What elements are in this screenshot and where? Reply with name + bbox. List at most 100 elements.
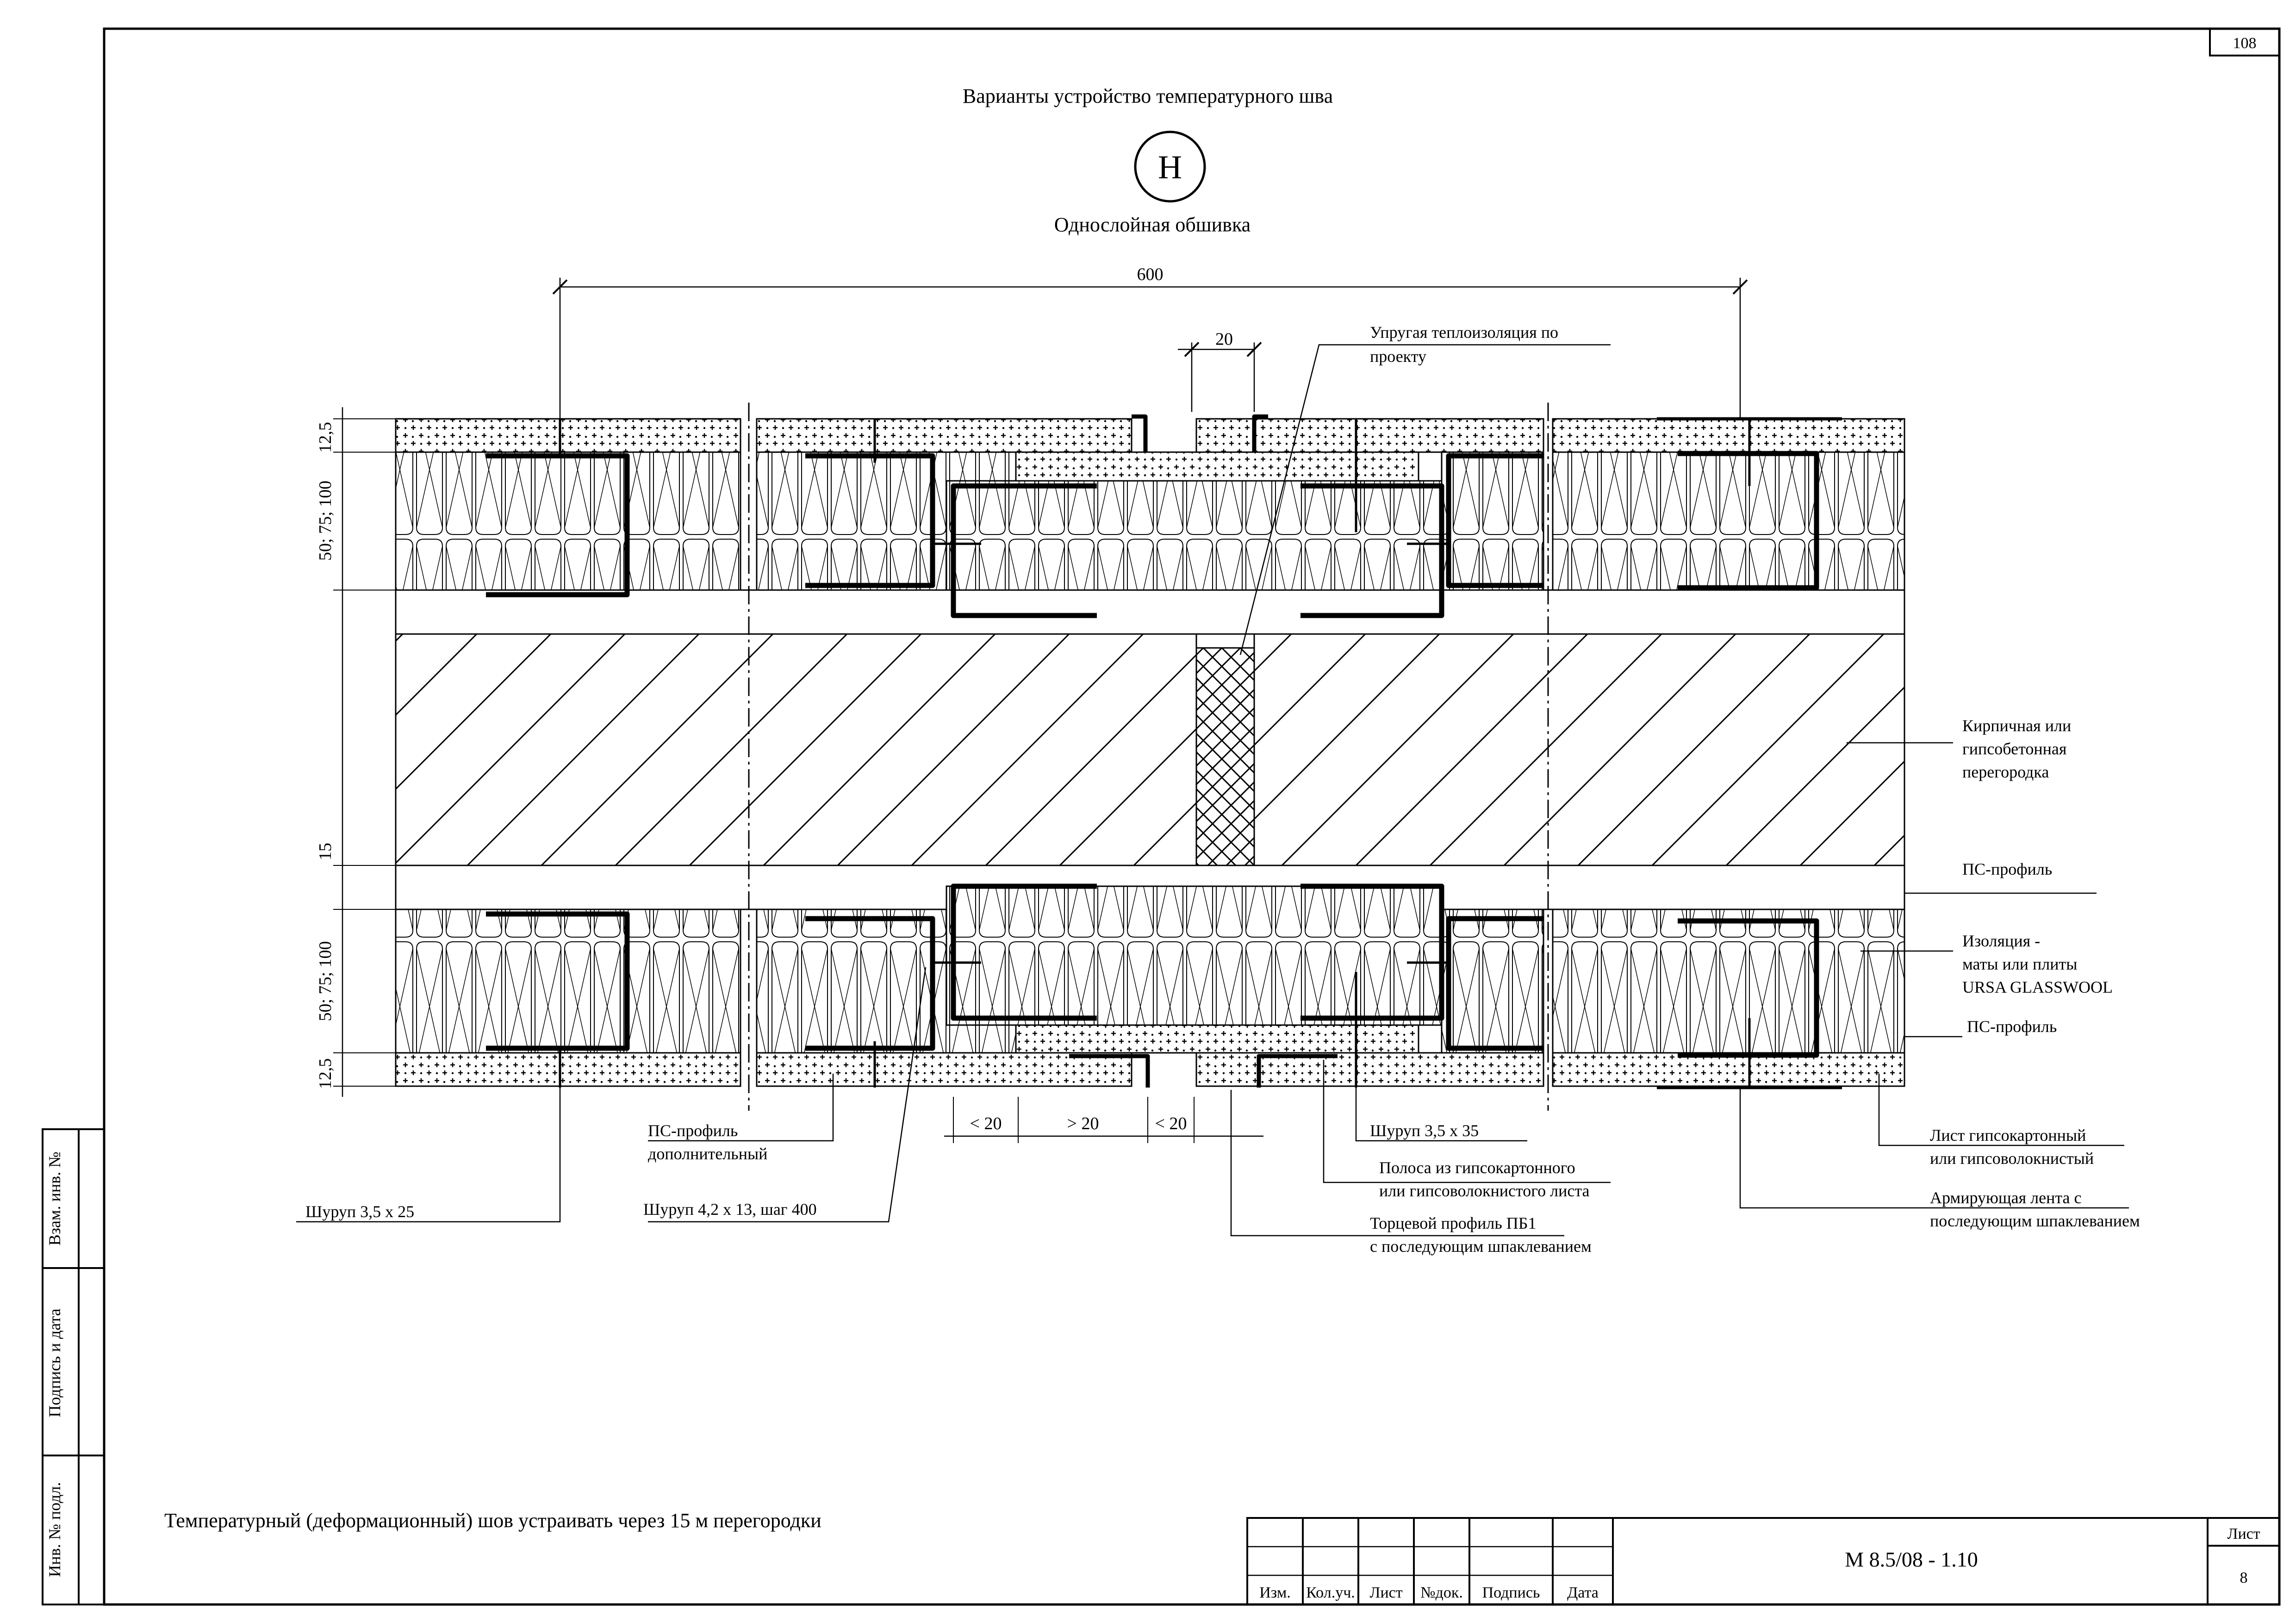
ann-tape-2: последующим шпаклеванием — [1930, 1212, 2140, 1230]
bottom-dims: < 20 > 20 < 20 — [944, 1097, 1263, 1143]
drawing-subtitle: Однослойная обшивка — [1054, 213, 1251, 236]
bottom-wool-joint — [946, 885, 1443, 1026]
dim-left-layer-top: 50; 75; 100 — [316, 480, 335, 560]
tb-header-izm: Изм. — [1259, 1584, 1291, 1601]
top-profile-5 — [1446, 453, 1543, 588]
end-profile-bot-r — [1257, 1054, 1338, 1088]
stamp-podpis: Подпись и дата — [45, 1308, 64, 1417]
ann-ps-profile-2: ПС-профиль — [1967, 1017, 2057, 1036]
section-marker-circle — [1134, 131, 1206, 203]
dim-600: 600 — [552, 265, 1748, 435]
top-board-mid-a — [756, 418, 1132, 453]
top-board-right — [1552, 418, 1905, 453]
screws — [559, 419, 1751, 1088]
stamp-vzam: Взам. инв. № — [45, 1152, 64, 1246]
title-block — [1246, 1517, 2280, 1605]
top-profile-4 — [1300, 483, 1444, 618]
page-number: 108 — [2233, 35, 2257, 52]
bottom-profile-3 — [951, 883, 1097, 1021]
drawing-title: Варианты устройство температурного шва — [963, 85, 1333, 107]
side-stamp: Взам. инв. № Подпись и дата Инв. № подл. — [42, 1128, 105, 1605]
ann-ps-extra-2: дополнительный — [648, 1144, 767, 1163]
end-profile-top-l — [1132, 414, 1148, 452]
bottom-board-mid-a — [756, 1052, 1132, 1087]
brick-right — [1253, 633, 1905, 866]
ann-screw-35x35: Шуруп 3,5 х 35 — [1370, 1121, 1479, 1140]
ann-ps-profile-1: ПС-профиль — [1962, 860, 2052, 878]
tb-sheet-no: 8 — [2240, 1569, 2248, 1586]
ann-brick-2: гипсобетонная — [1962, 740, 2066, 758]
dim-bottom-lt2: < 20 — [1155, 1114, 1187, 1133]
top-profile-2 — [805, 453, 935, 588]
top-strip — [1015, 451, 1419, 482]
bottom-profile-6 — [1678, 918, 1819, 1058]
ann-insul-1: Изоляция - — [1962, 932, 2040, 950]
ann-end-profile-1: Торцевой профиль ПБ1 — [1370, 1214, 1536, 1232]
end-profile-top-r — [1252, 414, 1268, 452]
leaders — [296, 344, 2129, 1237]
tb-header-ndok: №док. — [1420, 1584, 1463, 1601]
joint-insulation — [1195, 647, 1255, 866]
dim-left-layer-bottom: 50; 75; 100 — [316, 941, 335, 1021]
ann-strip-2: или гипсоволокнистого листа — [1379, 1181, 1590, 1200]
ann-ps-extra-1: ПС-профиль — [648, 1121, 738, 1140]
ann-strip-1: Полоса из гипсокартонного — [1379, 1158, 1575, 1177]
bottom-board-mid-b — [1195, 1052, 1544, 1087]
tb-code: М 8.5/08 - 1.10 — [1845, 1548, 1978, 1571]
general-note: Температурный (деформационный) шов устра… — [164, 1509, 821, 1532]
tb-header-kolych: Кол.уч. — [1306, 1584, 1355, 1601]
tb-sheet-label: Лист — [2227, 1525, 2260, 1542]
ann-insulation-top-1: Упругая теплоизоляция по — [1370, 323, 1558, 342]
top-profile-1 — [486, 453, 630, 597]
ps-profiles — [486, 414, 1842, 1089]
dim-left-board-bottom: 12,5 — [316, 1058, 335, 1089]
tb-header-list: Лист — [1369, 1584, 1402, 1601]
bottom-board-left — [395, 1052, 741, 1087]
bottom-profile-2 — [805, 916, 935, 1051]
top-wool-right — [1552, 451, 1905, 591]
bottom-profile-5 — [1446, 916, 1543, 1051]
tb-header-data: Дата — [1567, 1584, 1599, 1601]
ann-screw-35x25: Шуруп 3,5 х 25 — [305, 1202, 414, 1221]
annotations: Упругая теплоизоляция по проекту Кирпичн… — [305, 323, 2140, 1256]
ann-gkl-2: или гипсоволокнистый — [1930, 1149, 2094, 1168]
stamp-inv: Инв. № подл. — [45, 1482, 64, 1577]
bottom-profile-4 — [1300, 883, 1444, 1021]
end-profile-bot-l — [1069, 1054, 1150, 1088]
ann-insul-3: URSA GLASSWOOL — [1962, 978, 2113, 996]
dim-20: 20 — [1178, 330, 1262, 412]
ann-brick-1: Кирпичная или — [1962, 716, 2071, 735]
tb-header-podpis: Подпись — [1482, 1584, 1540, 1601]
wall-section — [395, 403, 1905, 1111]
brick-left — [395, 633, 1197, 866]
top-board-mid-b — [1195, 418, 1544, 453]
ann-screw-42: Шуруп 4,2 х 13, шаг 400 — [643, 1200, 817, 1219]
bottom-wool-right — [1552, 908, 1905, 1054]
top-profile-6 — [1678, 451, 1819, 591]
top-wool-midright — [1441, 451, 1544, 591]
title-block-headers: Изм. Кол.уч. Лист №док. Подпись Дата — [1259, 1584, 1599, 1601]
dim-left-gap: 15 — [316, 843, 335, 860]
sheet-frame — [103, 27, 2281, 1606]
bottom-wool-left — [395, 908, 741, 1054]
ann-brick-3: перегородка — [1962, 763, 2049, 781]
ann-insulation-top-2: проекту — [1370, 347, 1426, 366]
section-marker: Н — [1158, 149, 1182, 186]
top-gap — [395, 589, 1905, 635]
top-profile-3 — [951, 483, 1097, 618]
dim-bottom-gt: > 20 — [1067, 1114, 1099, 1133]
left-dims: 12,5 50; 75; 100 15 50; 75; 100 12,5 — [316, 407, 403, 1097]
bottom-wool-midright — [1441, 908, 1544, 1054]
dim-600-label: 600 — [1137, 265, 1164, 284]
ann-tape-1: Армирующая лента с — [1930, 1188, 2082, 1207]
bottom-profile-1 — [486, 911, 630, 1051]
bottom-strip — [1015, 1024, 1419, 1054]
bottom-board-right — [1552, 1052, 1905, 1087]
dim-20-label: 20 — [1215, 330, 1233, 349]
dim-left-board-top: 12,5 — [316, 422, 335, 453]
ann-end-profile-2: с последующим шпаклеванием — [1370, 1237, 1592, 1256]
dim-bottom-lt1: < 20 — [970, 1114, 1002, 1133]
ann-insul-2: маты или плиты — [1962, 955, 2077, 973]
ann-gkl-1: Лист гипсокартонный — [1930, 1126, 2086, 1144]
